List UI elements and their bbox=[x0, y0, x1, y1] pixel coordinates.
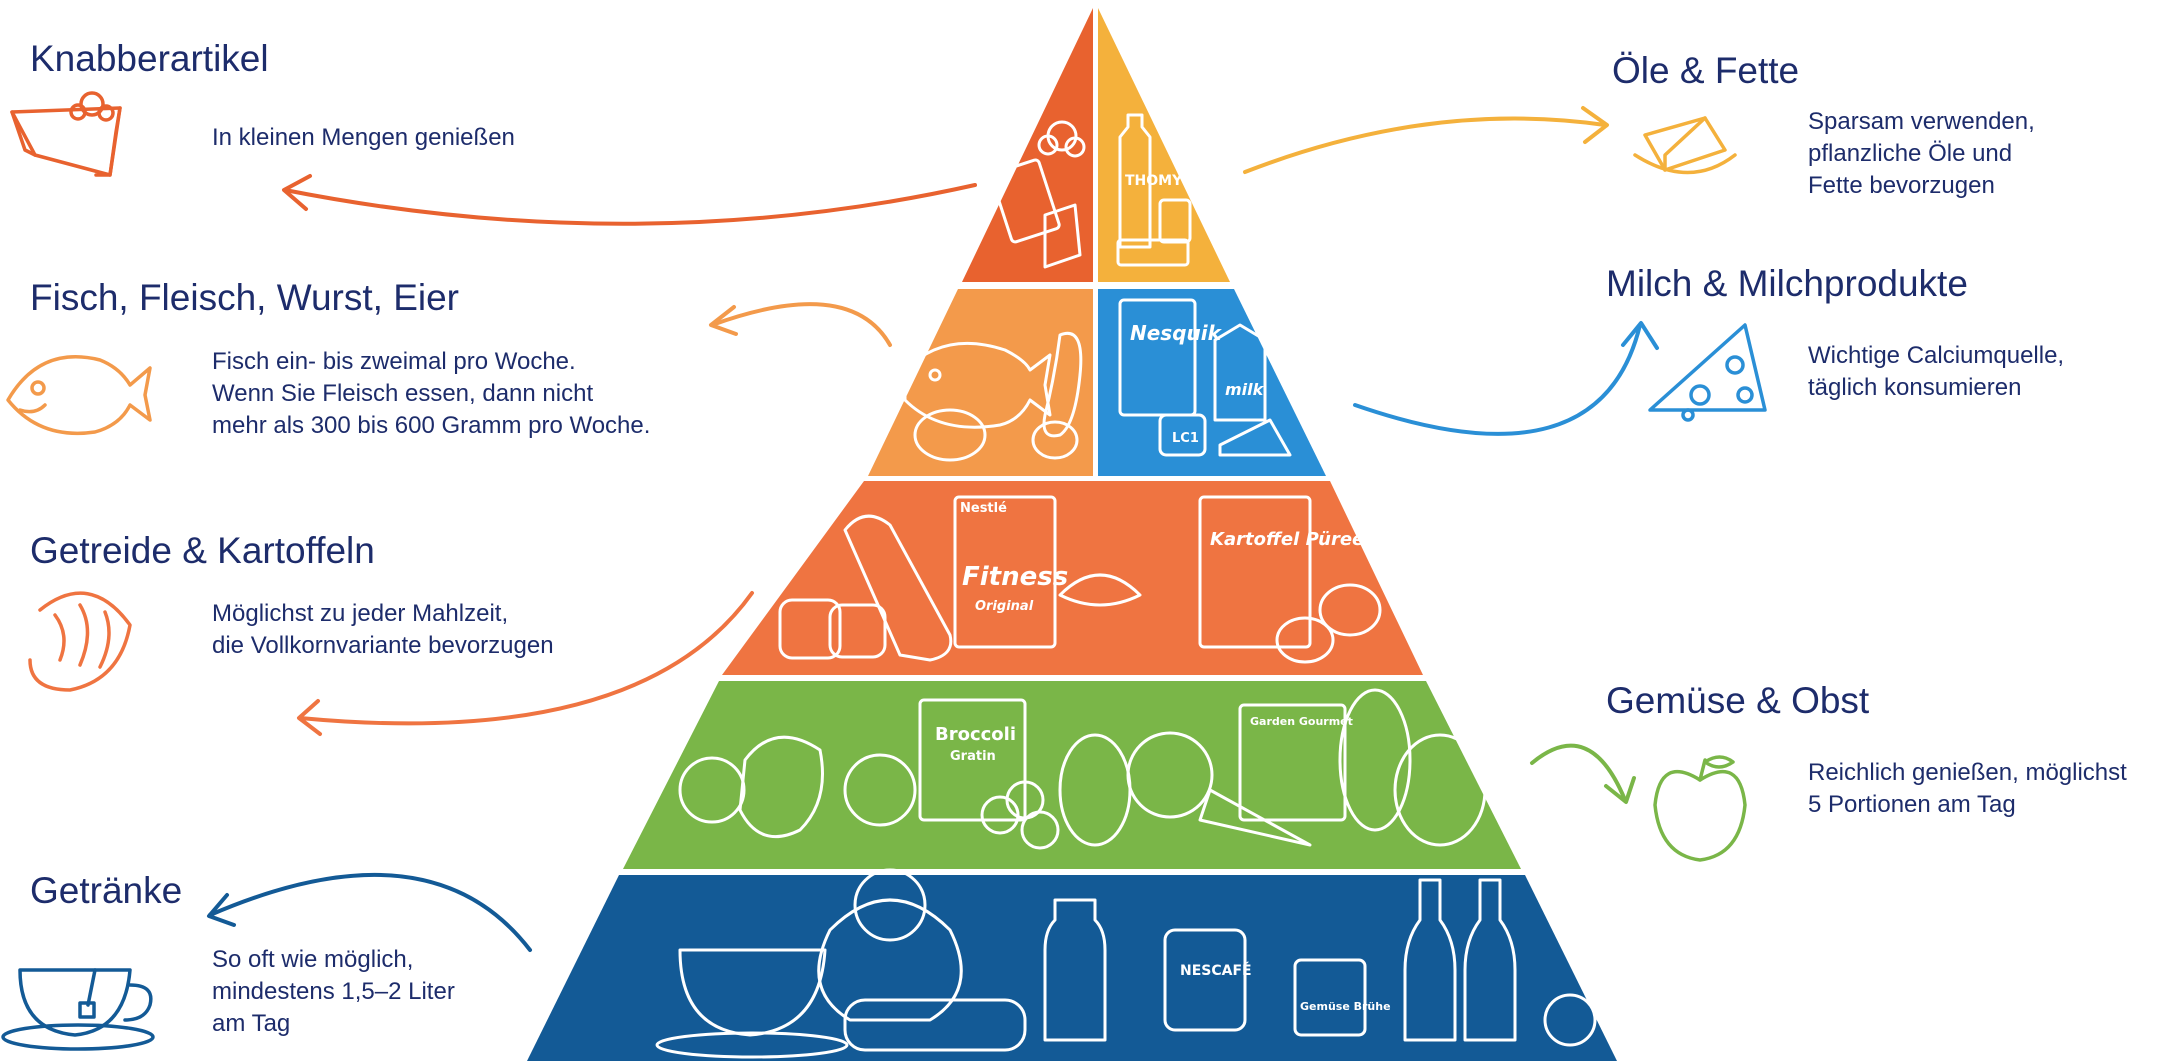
label-fitness: Fitness bbox=[962, 562, 1068, 592]
butter-icon bbox=[1633, 116, 1737, 175]
pyramid-segment-milch bbox=[1098, 289, 1326, 476]
arrow-oele-fette bbox=[1243, 106, 1609, 174]
desc-gemuese-obst: Reichlich genießen, möglichst 5 Portione… bbox=[1808, 759, 2127, 818]
label-fitness-sub: Original bbox=[975, 599, 1034, 614]
title-getreide: Getreide & Kartoffeln bbox=[30, 530, 375, 571]
title-knabberartikel: Knabberartikel bbox=[30, 38, 269, 79]
apple-icon bbox=[1653, 755, 1747, 862]
cake-icon bbox=[10, 91, 122, 177]
dairy-illustration bbox=[1118, 298, 1292, 457]
label-kartoffel: Kartoffel Püree bbox=[1210, 529, 1364, 550]
pyramid-segment-gemuese-obst bbox=[623, 681, 1521, 869]
label-garden: Garden Gourmet bbox=[1250, 715, 1353, 728]
arrow-milch bbox=[1353, 321, 1659, 436]
label-thomy: THOMY bbox=[1125, 173, 1183, 189]
title-oele-fette: Öle & Fette bbox=[1612, 50, 1800, 91]
cheese-icon bbox=[1648, 323, 1767, 422]
grain-illustration bbox=[778, 495, 1382, 664]
title-gemuese-obst: Gemüse & Obst bbox=[1606, 680, 1870, 721]
label-milk: milk bbox=[1225, 380, 1265, 399]
pyramid-segment-oele-fette bbox=[1098, 8, 1230, 282]
label-broccoli: Broccoli bbox=[935, 724, 1016, 745]
label-nescafe: NESCAFÉ bbox=[1180, 962, 1252, 979]
croissant-icon bbox=[28, 591, 132, 692]
meat-fish-illustration bbox=[903, 332, 1083, 462]
title-fisch-fleisch: Fisch, Fleisch, Wurst, Eier bbox=[30, 277, 460, 318]
desc-oele-fette: Sparsam verwenden, pflanzliche Öle und F… bbox=[1808, 108, 2035, 199]
label-nestle: Nestlé bbox=[960, 501, 1007, 516]
oil-illustration bbox=[1116, 113, 1192, 267]
arrow-gemuese-obst bbox=[1530, 743, 1636, 804]
desc-getreide: Möglichst zu jeder Mahlzeit, die Vollkor… bbox=[212, 600, 554, 659]
drinks-illustration bbox=[655, 868, 1597, 1059]
snack-illustration bbox=[989, 120, 1086, 269]
arrow-getraenke bbox=[207, 873, 532, 952]
arrow-knabberartikel bbox=[282, 174, 977, 226]
arrow-getreide bbox=[297, 591, 754, 736]
desc-getraenke: So oft wie möglich, mindestens 1,5–2 Lit… bbox=[212, 946, 455, 1037]
pyramid-segment-knabberartikel bbox=[962, 8, 1093, 282]
label-nesquik: Nesquik bbox=[1130, 321, 1223, 345]
label-gemuese-bruehe: Gemüse Brühe bbox=[1300, 1000, 1391, 1013]
title-getraenke: Getränke bbox=[30, 870, 183, 911]
arrow-fisch-fleisch bbox=[709, 302, 892, 347]
vegetable-fruit-illustration bbox=[678, 688, 1487, 850]
desc-knabberartikel: In kleinen Mengen genießen bbox=[212, 124, 515, 151]
tea-cup-icon bbox=[1, 968, 155, 1051]
desc-fisch-fleisch: Fisch ein- bis zweimal pro Woche. Wenn S… bbox=[212, 348, 651, 439]
title-milch: Milch & Milchprodukte bbox=[1606, 263, 1968, 304]
desc-milch: Wichtige Calciumquelle, täglich konsumie… bbox=[1808, 342, 2065, 401]
fish-icon bbox=[6, 355, 152, 436]
label-lc1: LC1 bbox=[1172, 431, 1199, 446]
pyramid-segment-getreide bbox=[722, 481, 1423, 675]
label-broccoli-sub: Gratin bbox=[950, 749, 996, 764]
